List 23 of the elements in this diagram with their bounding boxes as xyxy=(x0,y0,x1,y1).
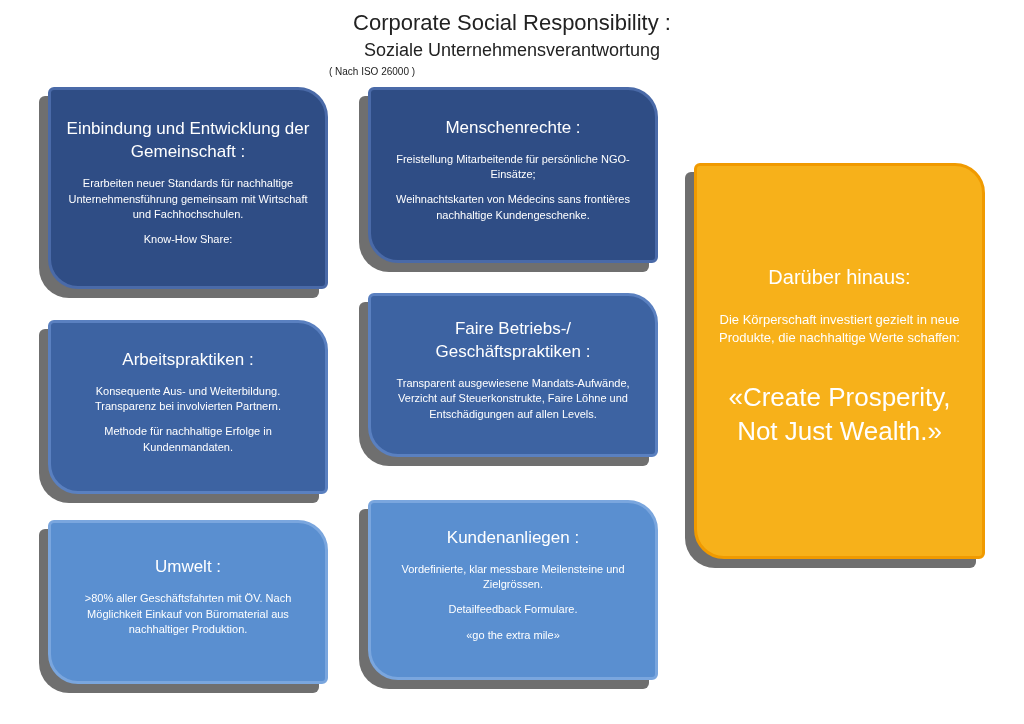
card-heading: Einbindung und Entwicklung der Gemeinschaft : xyxy=(65,118,311,164)
card-text: Erarbeiten neuer Standards für nachhaltige Unternehmensführung gemeinsam mit Wirtschaft und Fachhochschulen. xyxy=(67,176,309,222)
card-heading: Menschenrechte : xyxy=(444,116,582,139)
card-text: «Create Prosperity, Not Just Wealth.» xyxy=(727,380,952,448)
card-text: Know-How Share: xyxy=(142,232,234,248)
subtitle: Soziale Unternehmensverantwortung xyxy=(362,40,662,61)
card-text: Die Körperschaft investiert gezielt in neue Produkte, die nachhaltige Werte schaffen: xyxy=(718,310,961,347)
title: Corporate Social Responsibility : xyxy=(352,10,672,36)
card-heading: Arbeitspraktiken : xyxy=(121,348,255,371)
card-text: Transparent ausgewiesene Mandats-Aufwände, Verzicht auf Steuerkonstrukte, Faire Löhne und Entschädigungen auf allen Levels. xyxy=(395,375,631,422)
card-text: Methode für nachhaltige Erfolge in Kundenmandaten. xyxy=(103,424,273,455)
card-text: Freistellung Mitarbeitende für persönliche NGO-Einsätze; xyxy=(395,151,631,183)
card-heading: Faire Betriebs-/ Geschäftspraktiken : xyxy=(434,317,592,363)
card-heading: Umwelt : xyxy=(153,556,223,579)
card-text: >80% aller Geschäftsfahrten mit ÖV. Nach Möglichkeit Einkauf von Büromaterial aus nachhaltiger Produktion. xyxy=(83,591,293,638)
card-heading: Darüber hinaus: xyxy=(767,264,912,290)
card-heading: Kundenanliegen : xyxy=(445,526,581,549)
card-text: Vordefinierte, klar messbare Meilensteine und Zielgrössen. xyxy=(400,561,626,593)
card-text: Konsequente Aus- und Weiterbildung. Transparenz bei involvierten Partnern. xyxy=(93,383,283,415)
note: ( Nach ISO 26000 ) xyxy=(327,66,417,77)
card-text: «go the extra mile» xyxy=(465,627,561,643)
card-text: Detailfeedback Formulare. xyxy=(447,602,579,618)
card-text: Weihnachtskarten von Médecins sans frontières nachhaltige Kundengeschenke. xyxy=(395,192,631,223)
